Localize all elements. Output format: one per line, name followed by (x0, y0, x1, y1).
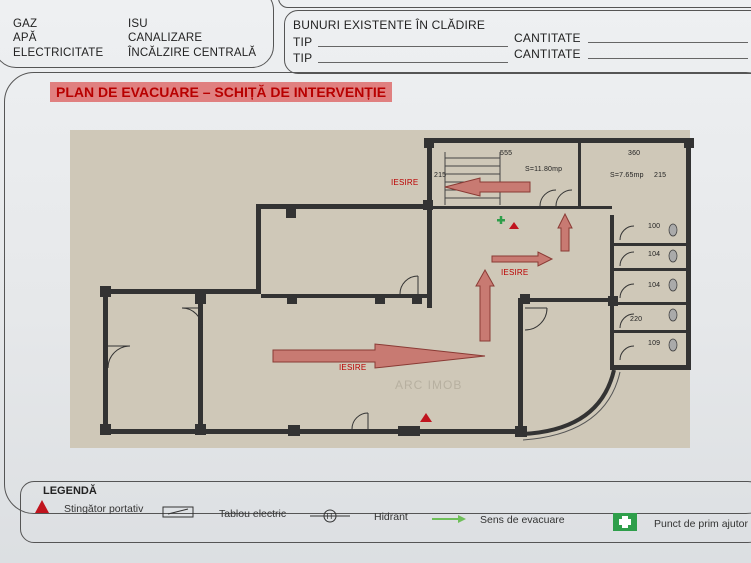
electric-panel-icon (162, 506, 194, 518)
goods-box (284, 10, 751, 74)
curved-wall (522, 369, 616, 436)
legend-extinguisher-label: Stingător portativ (64, 503, 144, 515)
goods-qty-line-1 (588, 42, 748, 43)
dimension-label: 215 (654, 172, 667, 179)
goods-type-line-2 (318, 62, 508, 63)
legend-box (20, 481, 751, 543)
exit-label-bottom: IESIRE (339, 363, 367, 372)
utility-electricity: ELECTRICITATE (13, 47, 104, 59)
legend-title: LEGENDĂ (43, 485, 97, 497)
goods-title: BUNURI EXISTENTE ÎN CLĂDIRE (293, 18, 486, 32)
dimension-label: 215 (434, 172, 447, 179)
hydrant-icon: H (310, 509, 350, 523)
dimension-label: 104 (648, 251, 661, 258)
svg-text:H: H (327, 512, 333, 521)
watermark: ARC IMOB (395, 378, 463, 392)
utility-sewage: CANALIZARE (128, 32, 203, 44)
first-aid-icon (613, 513, 637, 531)
evac-arrow-up (475, 268, 495, 342)
exit-label-middle: IESIRE (501, 268, 529, 277)
extinguisher-icon (420, 413, 432, 422)
dimension-label: 109 (648, 340, 661, 347)
goods-qty-label-1: CANTITATE (514, 31, 581, 45)
legend-first-aid-label: Punct de prim ajutor (654, 518, 748, 530)
evac-arrow-right (491, 251, 554, 267)
legend-evacuation-label: Sens de evacuare (480, 514, 565, 526)
dimension-label: 104 (648, 282, 661, 289)
evac-arrow-left (444, 177, 531, 197)
dimension-label: 220 (630, 316, 643, 323)
first-aid-icon (497, 216, 505, 224)
extinguisher-triangle-icon (35, 500, 49, 513)
stairs (444, 152, 501, 205)
utility-heating: ÎNCĂLZIRE CENTRALĂ (128, 47, 257, 59)
evac-arrow-main (272, 343, 486, 369)
walls (100, 138, 694, 437)
toilets (668, 223, 678, 352)
legend-hydrant-label: Hidrant (374, 511, 408, 523)
evacuation-arrow-icon (432, 515, 466, 523)
goods-type-label-2: TIP (293, 51, 313, 65)
extinguisher-icon (509, 222, 519, 229)
evacuation-arrows (272, 177, 573, 369)
goods-qty-label-2: CANTITATE (514, 47, 581, 61)
utilities-box (0, 0, 274, 68)
main-frame (4, 72, 751, 514)
dimension-label: 100 (648, 223, 661, 230)
doors (107, 189, 635, 430)
dimension-label: 555 (500, 150, 513, 157)
goods-type-line-1 (318, 46, 508, 47)
evac-arrow-up-small (557, 212, 573, 252)
legend-electric-panel-label: Tablou electric (219, 508, 287, 520)
goods-qty-line-2 (588, 58, 748, 59)
utility-isu: ISU (128, 18, 148, 30)
dimension-label: 360 (628, 150, 641, 157)
area-label-stair: S=11.80mp (525, 166, 563, 173)
utility-gas: GAZ (13, 18, 38, 30)
exit-label-top: IESIRE (391, 178, 419, 187)
utility-water: APĂ (13, 32, 37, 44)
plan-title: PLAN DE EVACUARE – SCHIȚĂ DE INTERVENȚIE (50, 82, 393, 102)
area-label-room: S=7.65mp (610, 172, 644, 179)
goods-type-label-1: TIP (293, 35, 313, 49)
